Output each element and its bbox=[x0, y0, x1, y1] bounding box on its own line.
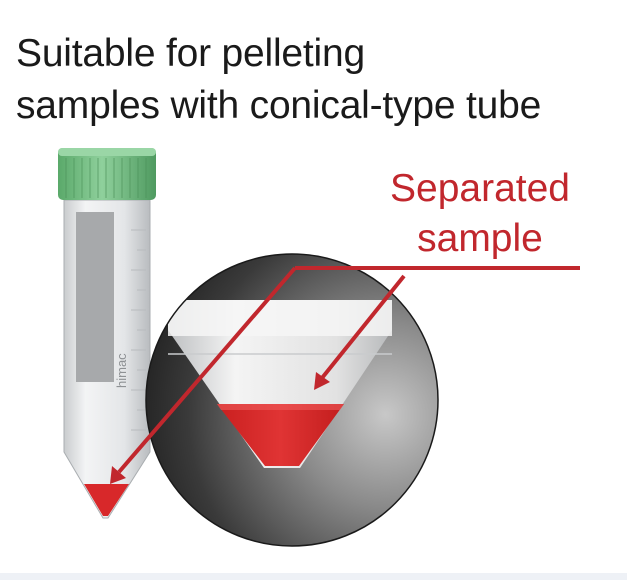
tube-sample-pellet bbox=[84, 484, 129, 516]
separated-sample-label: Separated sample bbox=[384, 164, 576, 264]
conical-tube: himac bbox=[63, 199, 151, 519]
callout-line-1: Separated bbox=[390, 167, 570, 210]
callout-pointer bbox=[110, 266, 580, 484]
bottom-divider bbox=[0, 573, 627, 580]
tube-cap bbox=[58, 148, 156, 200]
page-title: Suitable for pelleting samples with coni… bbox=[16, 28, 541, 132]
magnified-view bbox=[145, 253, 439, 547]
tube-label bbox=[76, 212, 114, 382]
title-line-2: samples with conical-type tube bbox=[16, 84, 542, 127]
pointer-to-magnified-sample bbox=[320, 274, 406, 380]
callout-line-2: sample bbox=[417, 217, 543, 260]
pointer-to-tube bbox=[117, 266, 297, 474]
tube-label-text: himac bbox=[114, 353, 129, 388]
title-line-1: Suitable for pelleting bbox=[16, 32, 365, 75]
magnified-sample-pellet bbox=[217, 404, 344, 466]
